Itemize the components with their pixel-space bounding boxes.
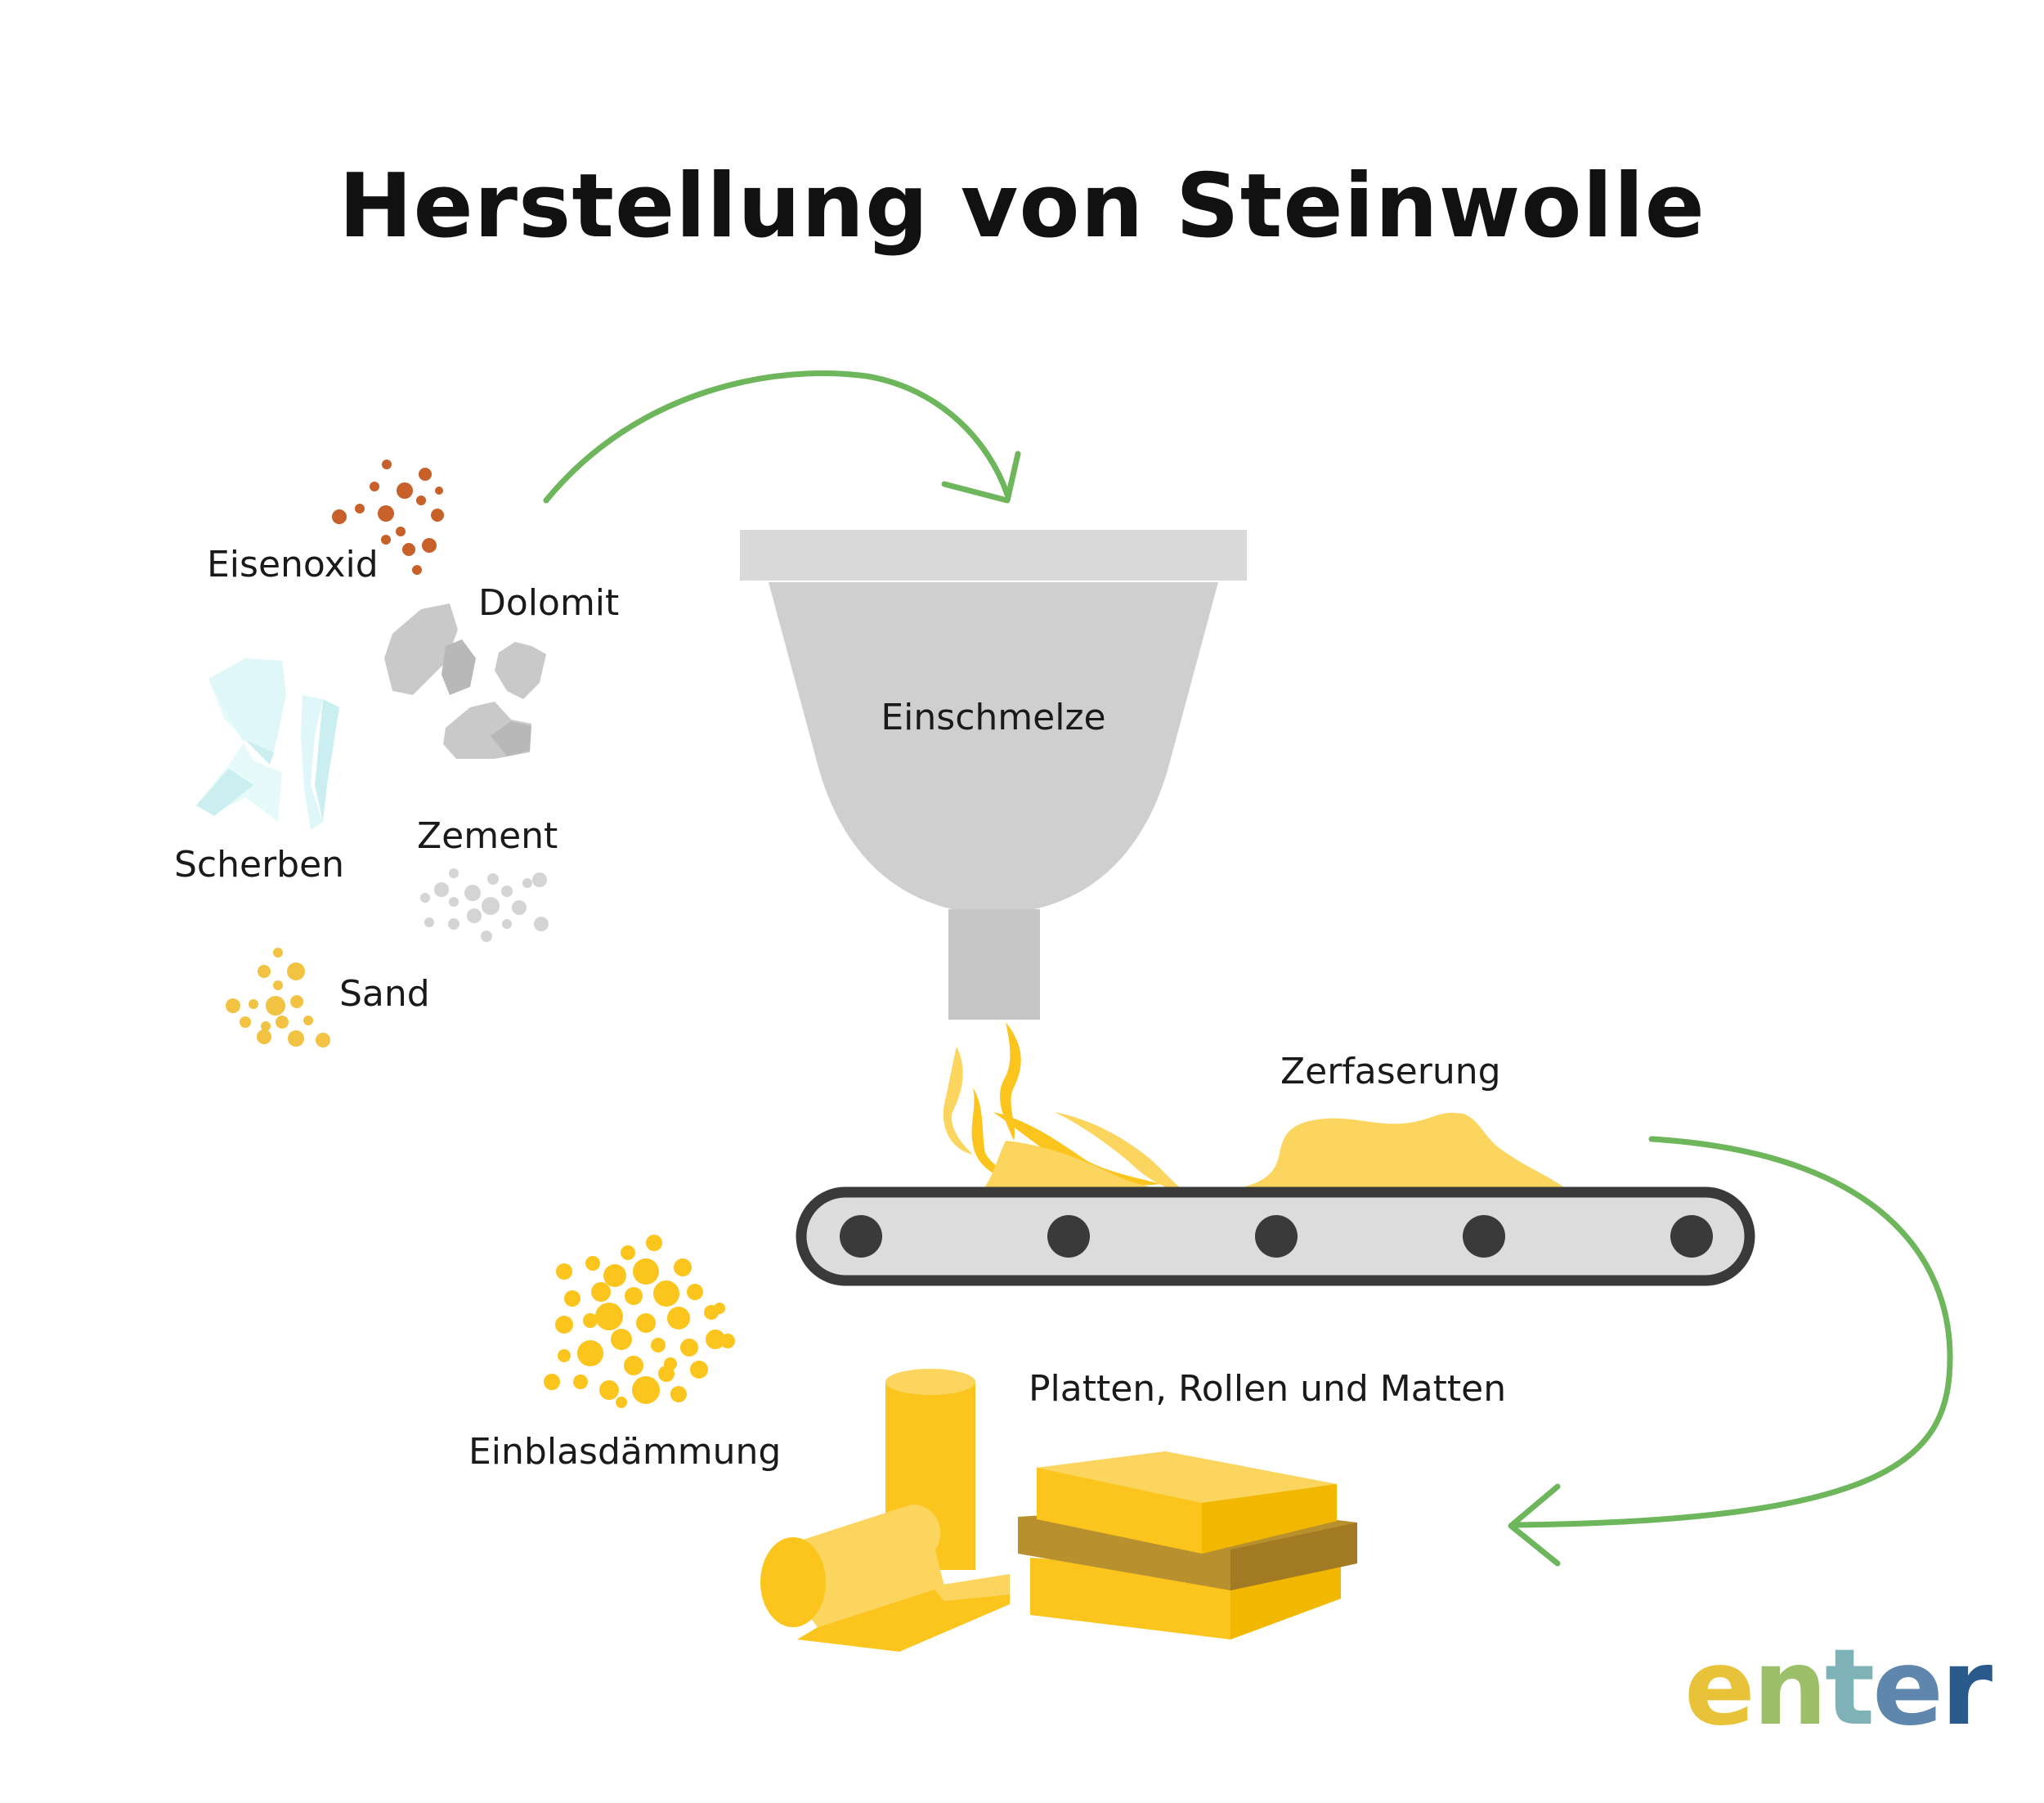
arrow-to-funnel xyxy=(543,370,1021,504)
scherben-icon xyxy=(196,658,339,830)
rolls-and-mats-icon xyxy=(760,1369,1010,1652)
zement-icon xyxy=(420,868,549,942)
label-einblasdaemmung: Einblasdämmung xyxy=(468,1431,782,1473)
label-scherben: Scherben xyxy=(174,844,345,886)
melting-funnel xyxy=(740,530,1247,1020)
einblasdaemmung-icon xyxy=(544,1235,735,1408)
logo-letter: n xyxy=(1752,1627,1827,1749)
sand-icon xyxy=(226,948,330,1047)
label-sand: Sand xyxy=(339,973,430,1015)
eisenoxid-icon xyxy=(332,460,444,575)
fiber-pile xyxy=(1218,1112,1570,1192)
label-platten-rollen-matten: Platten, Rollen und Matten xyxy=(1029,1368,1507,1410)
plates-icon xyxy=(1018,1451,1357,1639)
page-title: Herstellung von Steinwolle xyxy=(338,155,1706,258)
logo-letter: t xyxy=(1824,1627,1875,1749)
label-eisenoxid: Eisenoxid xyxy=(207,544,379,585)
fiber-strands xyxy=(943,1022,1186,1192)
label-zerfaserung: Zerfaserung xyxy=(1280,1051,1501,1092)
arrow-to-products xyxy=(1508,1136,1953,1567)
label-dolomit: Dolomit xyxy=(478,582,620,624)
label-zement: Zement xyxy=(417,815,558,857)
logo-letter: e xyxy=(1872,1627,1943,1749)
enter-logo: enter xyxy=(1684,1627,1992,1749)
conveyor-belt xyxy=(796,1186,1755,1286)
dolomit-icon xyxy=(384,603,546,759)
label-einschmelze: Einschmelze xyxy=(881,697,1106,738)
logo-letter: e xyxy=(1684,1627,1755,1749)
logo-letter: r xyxy=(1940,1627,1992,1749)
